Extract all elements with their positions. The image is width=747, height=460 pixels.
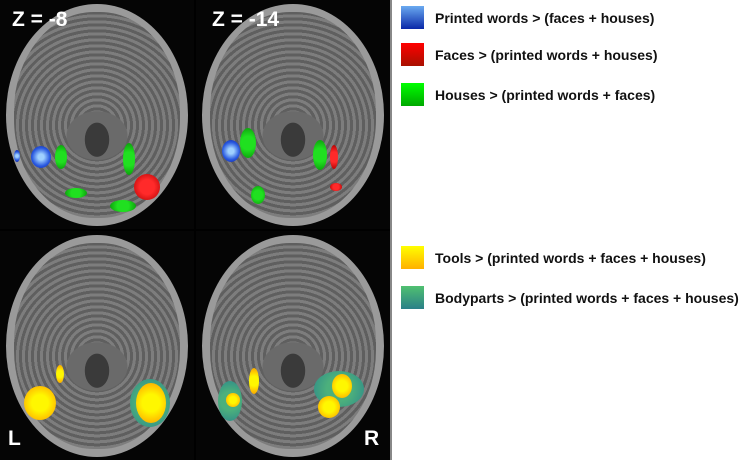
legend-item-faces: Faces > (printed words + houses) bbox=[401, 43, 658, 66]
activation-printed-words bbox=[14, 150, 20, 162]
divider bbox=[390, 0, 392, 460]
legend-label: Faces > (printed words + houses) bbox=[435, 46, 658, 63]
legend-label: Tools > (printed words + faces + houses) bbox=[435, 249, 706, 266]
activation-tools bbox=[226, 393, 240, 407]
legend-swatch bbox=[401, 83, 424, 106]
activation-printed-words bbox=[222, 140, 240, 162]
left-hemisphere-marker: L bbox=[8, 427, 21, 450]
brain-slice-z-8: Z = -8 bbox=[0, 0, 194, 229]
activation-houses bbox=[65, 188, 87, 198]
activation-tools bbox=[56, 365, 64, 383]
legend-item-houses: Houses > (printed words + faces) bbox=[401, 83, 655, 106]
activation-houses bbox=[55, 145, 67, 169]
activation-tools bbox=[249, 368, 259, 394]
activation-tools bbox=[24, 386, 56, 420]
activation-houses bbox=[251, 186, 265, 204]
brain-slice-bottom-left: L bbox=[0, 231, 194, 460]
activation-tools bbox=[332, 374, 352, 398]
legend-label: Houses > (printed words + faces) bbox=[435, 86, 656, 103]
legend-swatch bbox=[401, 286, 424, 309]
slice-label: Z = -14 bbox=[212, 8, 280, 31]
brain-figure: Z = -8 Z = -14 L R bbox=[0, 0, 390, 460]
brain-slice-z-14: Z = -14 bbox=[196, 0, 390, 229]
activation-printed-words bbox=[31, 146, 51, 168]
activation-faces bbox=[134, 174, 160, 200]
activation-tools bbox=[136, 383, 166, 423]
activation-faces bbox=[330, 183, 342, 191]
activation-houses bbox=[240, 128, 256, 158]
legend-swatch bbox=[401, 6, 424, 29]
right-hemisphere-marker: R bbox=[364, 427, 380, 450]
legend-item-bodyparts: Bodyparts > (printed words + faces + hou… bbox=[401, 286, 739, 309]
activation-houses bbox=[313, 140, 327, 170]
activation-tools bbox=[318, 396, 340, 418]
legend-item-tools: Tools > (printed words + faces + houses) bbox=[401, 246, 706, 269]
slice-label: Z = -8 bbox=[12, 8, 68, 31]
activation-houses bbox=[123, 143, 135, 175]
activation-faces bbox=[330, 145, 338, 169]
legend-label: Printed words > (faces + houses) bbox=[435, 9, 655, 26]
legend-item-printed-words: Printed words > (faces + houses) bbox=[401, 6, 654, 29]
brain-slice-bottom-right: R bbox=[196, 231, 390, 460]
legend-swatch bbox=[401, 246, 424, 269]
activation-houses bbox=[110, 200, 136, 212]
legend-swatch bbox=[401, 43, 424, 66]
legend-label: Bodyparts > (printed words + faces + hou… bbox=[435, 289, 739, 306]
